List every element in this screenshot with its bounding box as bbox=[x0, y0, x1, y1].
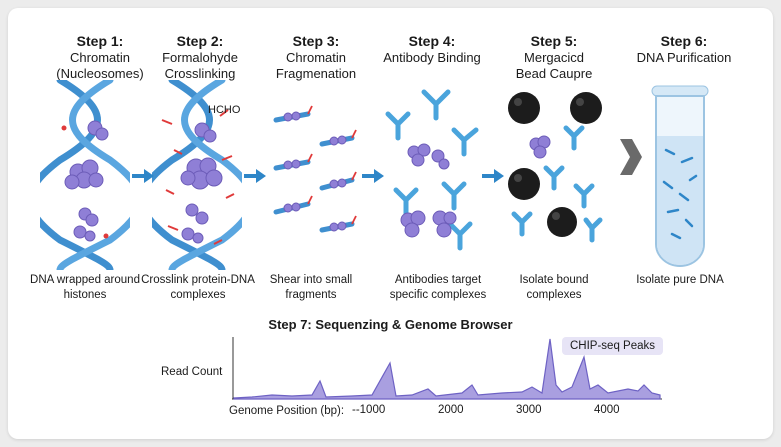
x-tick-label: 4000 bbox=[594, 404, 620, 416]
antibody-binding-illustration bbox=[385, 89, 479, 251]
step-3-number: Step 3: bbox=[292, 33, 340, 49]
arrow-right-icon bbox=[132, 169, 154, 183]
step-5-number: Step 5: bbox=[530, 33, 578, 49]
step-6-caption: Isolate pure DNA bbox=[636, 274, 724, 286]
fragmentation-illustration bbox=[273, 105, 357, 233]
step-7-title: Step 7: Sequenzing & Genome Browser bbox=[268, 317, 513, 332]
genome-position-label: Genome Position (bp): bbox=[229, 405, 345, 417]
step-2-header: Step 2: Formalohyde Crosslinking bbox=[140, 32, 260, 82]
step-2-caption: Crosslink protein-DNA complexes bbox=[141, 274, 255, 301]
crosslinking-illustration bbox=[152, 80, 242, 270]
step-6-title: DNA Purification bbox=[636, 50, 732, 65]
step-6-number: Step 6: bbox=[660, 33, 708, 49]
hcho-label: HCHO bbox=[208, 104, 241, 116]
step-4-title: Antibody Binding bbox=[383, 50, 481, 65]
x-tick-label: --1000 bbox=[352, 404, 386, 416]
step-3-caption: Shear into small fragments bbox=[269, 274, 353, 301]
step-4-caption: Antibodies target specific complexes bbox=[389, 274, 487, 301]
step-4-header: Step 4: Antibody Binding bbox=[372, 32, 492, 66]
step-1-title: Chromatin (Nucleosomes) bbox=[56, 50, 144, 81]
genome-track bbox=[232, 337, 662, 400]
x-tick-label: 2000 bbox=[438, 404, 464, 416]
chevron-right-icon bbox=[620, 139, 642, 175]
test-tube-illustration bbox=[651, 85, 709, 267]
step-5-header: Step 5: Mergacicd Bead Caupre bbox=[494, 32, 614, 82]
chromatin-illustration bbox=[40, 80, 130, 270]
bead-capture-illustration bbox=[508, 92, 603, 243]
arrow-right-icon bbox=[362, 169, 384, 183]
step-5-title: Mergacicd Bead Caupre bbox=[515, 50, 593, 81]
step-3-title: Chromatin Fragmenation bbox=[275, 50, 357, 81]
read-count-label: Read Count bbox=[161, 366, 223, 378]
step-6-header: Step 6: DNA Purification bbox=[624, 32, 744, 66]
arrow-right-icon bbox=[244, 169, 266, 183]
step-3-header: Step 3: Chromatin Fragmenation bbox=[256, 32, 376, 82]
step-1-caption: DNA wrapped around histones bbox=[30, 274, 140, 301]
step-2-number: Step 2: bbox=[176, 33, 224, 49]
step-1-number: Step 1: bbox=[76, 33, 124, 49]
step-4-number: Step 4: bbox=[408, 33, 456, 49]
arrow-right-icon bbox=[482, 169, 504, 183]
step-5-caption: Isolate bound complexes bbox=[519, 274, 589, 301]
step-2-title: Formalohyde Crosslinking bbox=[162, 50, 238, 81]
x-tick-label: 3000 bbox=[516, 404, 542, 416]
chip-seq-peaks-label: CHIP-seq Peaks bbox=[562, 337, 664, 355]
step-1-header: Step 1: Chromatin (Nucleosomes) bbox=[40, 32, 160, 82]
